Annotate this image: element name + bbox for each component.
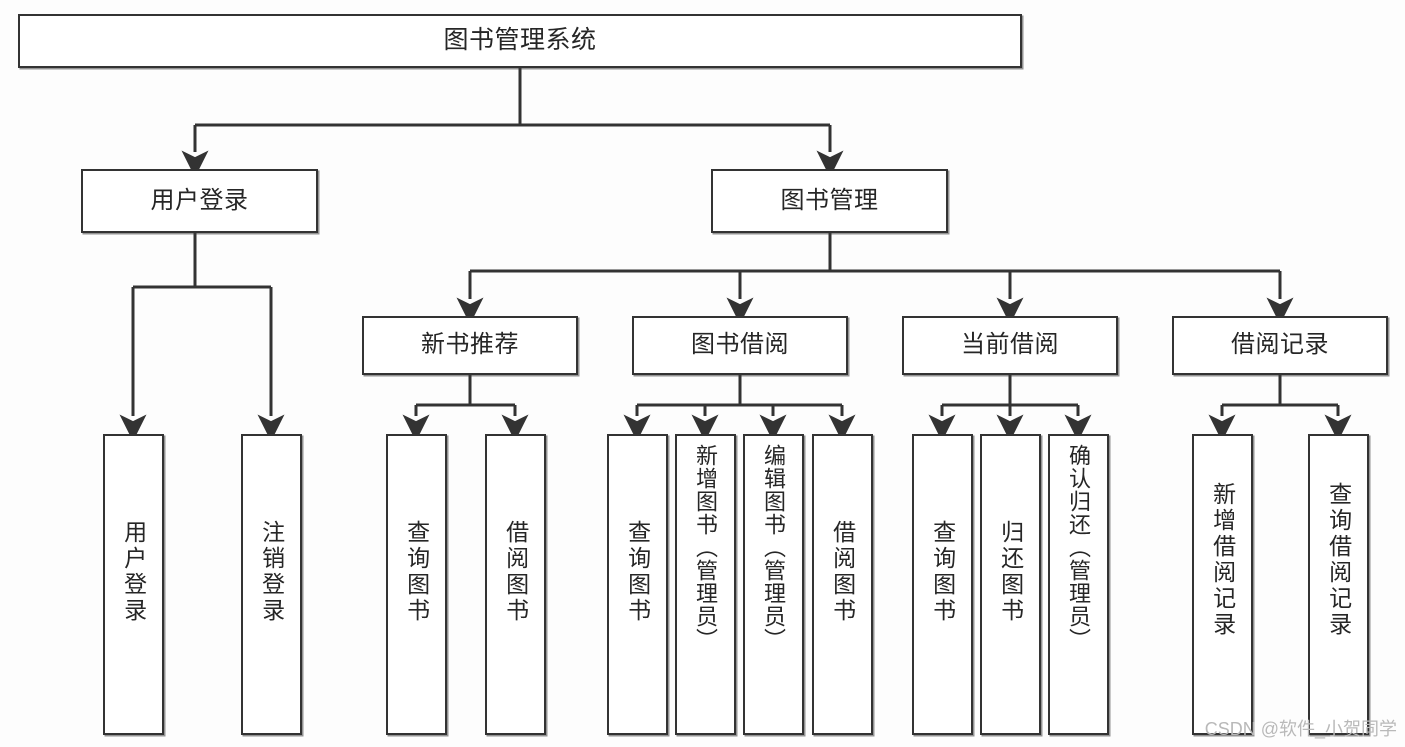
node-label: 用户登录 — [150, 186, 249, 214]
node-label: 当前借阅 — [961, 331, 1059, 359]
node-label: 借阅图书 — [829, 520, 856, 624]
leaf-user-login-login[interactable]: 用户登录 — [103, 434, 164, 735]
node-label: 图书管理系统 — [443, 26, 597, 55]
leaf-current-borrow-query-book[interactable]: 查询图书 — [912, 434, 973, 735]
node-book-borrow[interactable]: 图书借阅 — [632, 316, 848, 375]
node-label: 查询图书 — [403, 520, 430, 624]
node-label: 借阅图书 — [502, 520, 529, 624]
node-label: 用户登录 — [120, 520, 147, 624]
csdn-watermark: CSDN @软件_小贺同学 — [1204, 719, 1397, 739]
leaf-new-book-borrow-book[interactable]: 借阅图书 — [485, 434, 546, 735]
node-borrow-record[interactable]: 借阅记录 — [1172, 316, 1388, 375]
leaf-book-borrow-edit-book-admin[interactable]: 编辑图书（管理员） — [743, 434, 804, 735]
node-label: 新增借阅记录 — [1209, 482, 1236, 638]
node-user-login[interactable]: 用户登录 — [81, 169, 318, 233]
leaf-user-login-logout[interactable]: 注销登录 — [241, 434, 302, 735]
node-current-borrow[interactable]: 当前借阅 — [902, 316, 1118, 375]
node-label: 注销登录 — [258, 520, 285, 624]
leaf-current-borrow-return-book[interactable]: 归还图书 — [980, 434, 1041, 735]
leaf-book-borrow-borrow-book[interactable]: 借阅图书 — [812, 434, 873, 735]
leaf-current-borrow-confirm-return-admin[interactable]: 确认归还（管理员） — [1048, 434, 1109, 735]
node-label: 查询图书 — [929, 520, 956, 624]
node-label: 图书管理 — [780, 186, 879, 214]
node-root-system[interactable]: 图书管理系统 — [18, 14, 1022, 68]
node-new-book-recommend[interactable]: 新书推荐 — [362, 316, 578, 375]
node-label: 查询借阅记录 — [1325, 482, 1352, 638]
node-label: 借阅记录 — [1231, 331, 1329, 359]
leaf-borrow-record-add-record[interactable]: 新增借阅记录 — [1192, 434, 1253, 735]
node-label: 新书推荐 — [421, 331, 519, 359]
leaf-new-book-query-book[interactable]: 查询图书 — [386, 434, 447, 735]
node-label: 归还图书 — [997, 520, 1024, 624]
node-label: 新增图书（管理员） — [693, 444, 719, 651]
node-label: 编辑图书（管理员） — [761, 444, 787, 651]
node-book-management[interactable]: 图书管理 — [711, 169, 948, 233]
node-label: 确认归还（管理员） — [1066, 444, 1092, 651]
leaf-borrow-record-query-record[interactable]: 查询借阅记录 — [1308, 434, 1369, 735]
leaf-book-borrow-query-book[interactable]: 查询图书 — [607, 434, 668, 735]
leaf-book-borrow-add-book-admin[interactable]: 新增图书（管理员） — [675, 434, 736, 735]
node-label: 图书借阅 — [691, 331, 789, 359]
node-label: 查询图书 — [624, 520, 651, 624]
